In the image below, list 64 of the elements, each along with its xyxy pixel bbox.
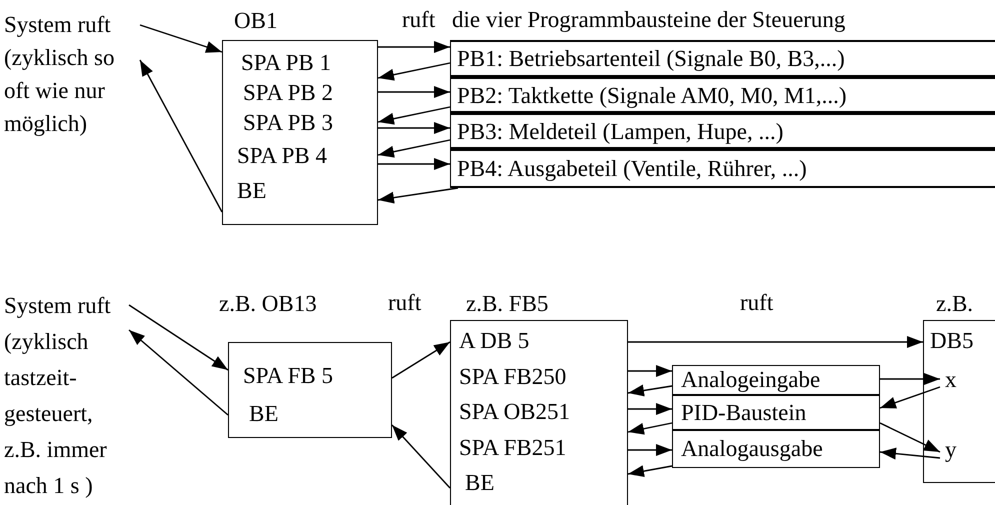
block-description: PB2: Taktkette (Signale AM0, M0, M1,...) bbox=[457, 83, 847, 109]
block-box bbox=[672, 395, 880, 430]
table-row bbox=[450, 40, 995, 77]
block-text: DB5 bbox=[930, 328, 974, 354]
block-text: SPA PB 3 bbox=[243, 110, 333, 136]
arrow bbox=[378, 187, 458, 204]
block-text: Analogausgabe bbox=[681, 436, 823, 462]
block-description: PB1: Betriebsartenteil (Signale B0, B3,...) bbox=[457, 46, 845, 72]
table-row bbox=[450, 77, 995, 113]
note-text: System ruft (zyklisch tastzeit- gesteuert, z.B. immer nach 1 s ) bbox=[4, 288, 129, 504]
annotation-text: ruft bbox=[388, 290, 422, 316]
arrow bbox=[880, 386, 940, 409]
arrow bbox=[128, 329, 228, 416]
block-text: SPA FB251 bbox=[459, 435, 566, 461]
block-text: SPA PB 4 bbox=[237, 143, 327, 169]
block-box bbox=[672, 430, 880, 468]
signal-name: x bbox=[945, 367, 956, 393]
block-text: SPA FB 5 bbox=[243, 363, 333, 389]
arrow bbox=[378, 158, 450, 170]
annotation-text: ruft bbox=[740, 290, 774, 316]
block-heading: OB1 bbox=[234, 8, 278, 34]
block-box bbox=[672, 365, 880, 395]
arrow bbox=[628, 444, 672, 456]
arrow bbox=[628, 336, 923, 348]
arrow bbox=[628, 465, 672, 478]
block-text: PID-Baustein bbox=[681, 400, 806, 426]
arrow bbox=[128, 304, 228, 371]
arrow bbox=[628, 422, 672, 435]
block-heading: z.B. bbox=[936, 291, 974, 317]
block-text: Analogeingabe bbox=[681, 367, 820, 393]
block-text: BE bbox=[465, 470, 494, 496]
arrow bbox=[880, 422, 940, 453]
arrow bbox=[392, 341, 450, 379]
block-text: SPA FB250 bbox=[459, 364, 566, 390]
table-row bbox=[450, 113, 995, 149]
arrow bbox=[628, 384, 672, 396]
arrow bbox=[378, 86, 450, 98]
annotation-text: die vier Programmbausteine der Steuerung bbox=[452, 7, 846, 33]
block-text: SPA PB 1 bbox=[241, 50, 331, 76]
arrow bbox=[880, 448, 940, 460]
block-text: SPA OB251 bbox=[459, 399, 570, 425]
annotation-text: ruft bbox=[402, 7, 436, 33]
arrow bbox=[139, 60, 223, 212]
block-text: BE bbox=[249, 401, 278, 427]
block-text: A DB 5 bbox=[459, 328, 530, 354]
arrow bbox=[391, 424, 451, 488]
block-text: BE bbox=[237, 178, 266, 204]
table-row bbox=[450, 149, 995, 188]
block-text: SPA PB 2 bbox=[243, 80, 333, 106]
block-description: PB4: Ausgabeteil (Ventile, Rührer, ...) bbox=[457, 156, 807, 182]
arrow bbox=[880, 373, 940, 385]
arrow bbox=[378, 139, 450, 158]
block-description: PB3: Meldeteil (Lampen, Hupe, ...) bbox=[457, 119, 784, 145]
arrow bbox=[628, 403, 672, 415]
arrow bbox=[140, 24, 222, 53]
note-text: System ruft (zyklisch so oft wie nur möglich) bbox=[4, 8, 140, 140]
block-heading: z.B. FB5 bbox=[466, 291, 548, 317]
arrow bbox=[378, 106, 450, 125]
arrow bbox=[378, 41, 450, 53]
arrow bbox=[378, 122, 450, 134]
arrow bbox=[628, 365, 672, 377]
arrow bbox=[378, 62, 450, 81]
block-heading: z.B. OB13 bbox=[219, 291, 317, 317]
signal-name: y bbox=[945, 437, 956, 463]
